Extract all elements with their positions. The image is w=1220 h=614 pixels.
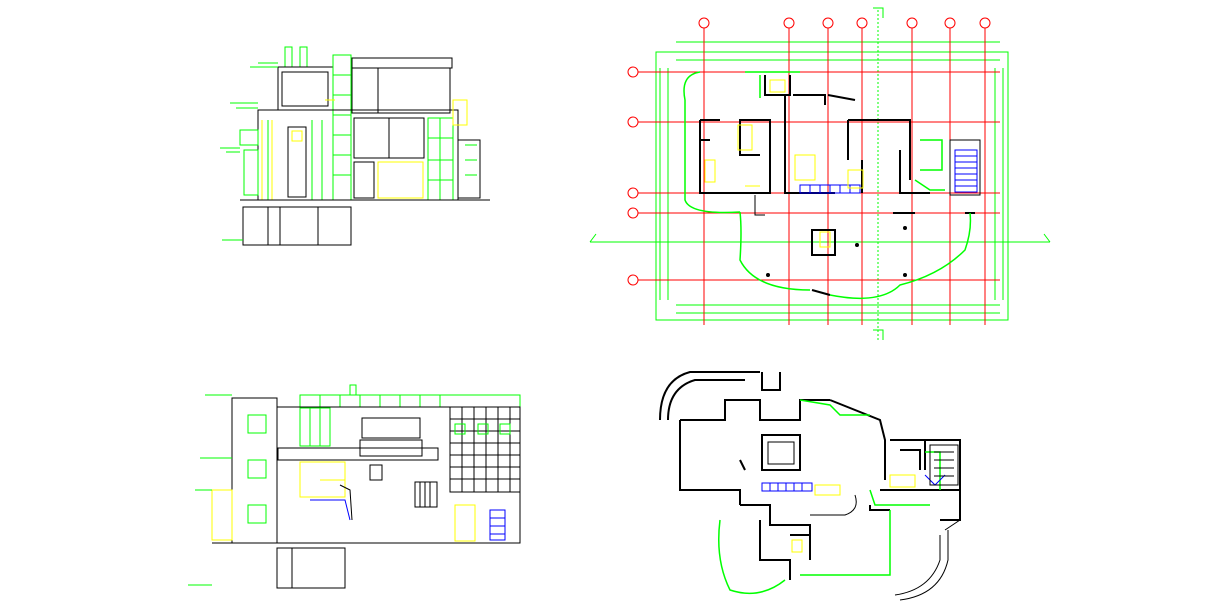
side-elevation (188, 384, 521, 589)
front-elevation (220, 46, 490, 246)
floor-plan-with-grid (589, 7, 1051, 340)
second-floor-plan (659, 371, 961, 601)
